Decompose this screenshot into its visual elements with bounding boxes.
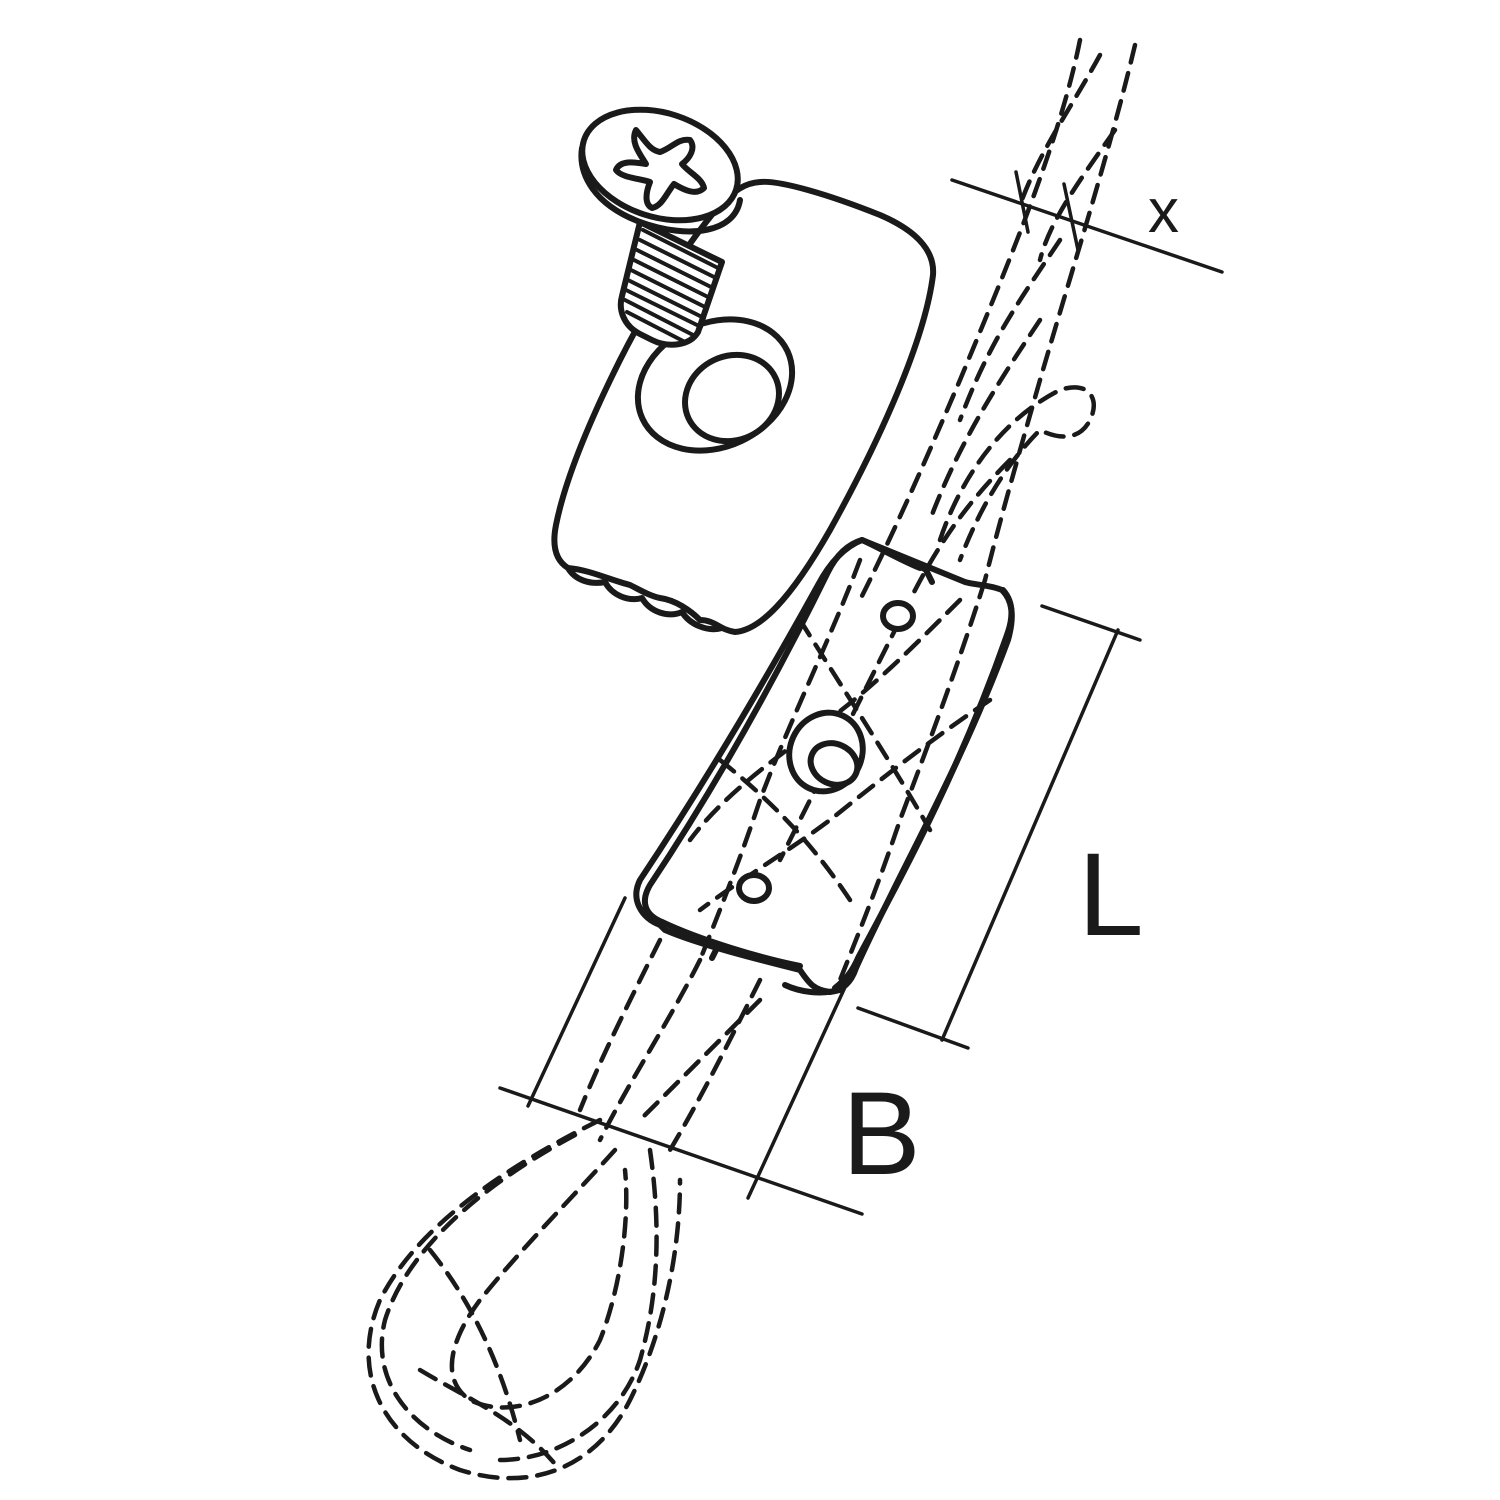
rope-eye bbox=[366, 1117, 683, 1481]
dimension-x bbox=[950, 170, 1224, 274]
dimension-B bbox=[498, 896, 864, 1216]
label-B: B bbox=[842, 1068, 921, 1200]
clamp-top bbox=[551, 178, 937, 635]
screw bbox=[578, 106, 743, 348]
clamp-base bbox=[633, 537, 1015, 996]
label-x: x bbox=[1148, 177, 1179, 246]
dimension-L bbox=[856, 604, 1142, 1050]
label-L: L bbox=[1078, 829, 1144, 961]
